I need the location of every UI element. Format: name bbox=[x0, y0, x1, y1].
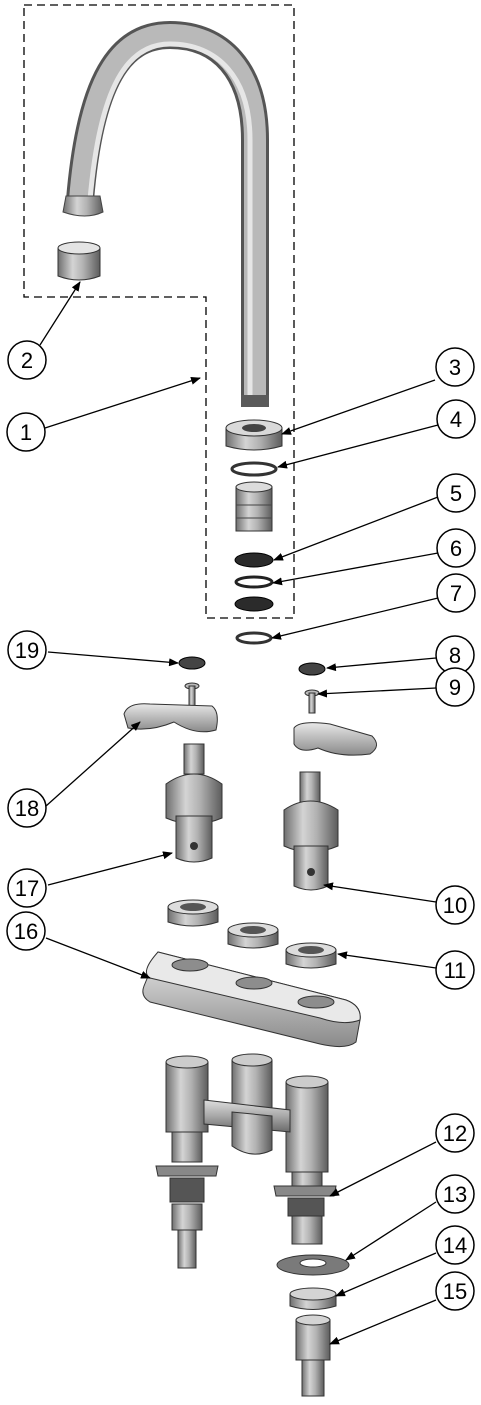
aerator bbox=[57, 241, 101, 281]
o-ring-middle bbox=[234, 575, 274, 589]
spout-adapter bbox=[235, 481, 273, 532]
svg-text:2: 2 bbox=[21, 348, 33, 373]
callout-16: 16 bbox=[6, 911, 46, 951]
callout-18: 18 bbox=[7, 788, 47, 828]
lever-handle-left bbox=[123, 703, 218, 733]
handle-screw-right bbox=[304, 689, 320, 714]
svg-text:15: 15 bbox=[443, 1279, 467, 1304]
gooseneck-spout bbox=[62, 20, 269, 407]
callout-2: 2 bbox=[7, 340, 47, 380]
bonnet-nut-right bbox=[285, 942, 337, 969]
o-ring-upper bbox=[234, 552, 274, 568]
handle-screw-left bbox=[184, 682, 200, 707]
spout-nut bbox=[225, 419, 283, 451]
svg-text:19: 19 bbox=[15, 638, 39, 663]
supply-washer bbox=[276, 1254, 350, 1276]
callout-10: 10 bbox=[435, 885, 475, 925]
svg-text:7: 7 bbox=[450, 581, 462, 606]
svg-text:11: 11 bbox=[444, 958, 467, 983]
o-ring-lower bbox=[234, 596, 274, 612]
index-button-left bbox=[178, 656, 206, 670]
supply-nut bbox=[289, 1287, 337, 1310]
svg-text:12: 12 bbox=[443, 1121, 467, 1146]
cartridge-right bbox=[283, 771, 339, 891]
svg-text:6: 6 bbox=[450, 536, 462, 561]
svg-text:4: 4 bbox=[450, 407, 462, 432]
callout-17: 17 bbox=[7, 868, 47, 908]
callout-6: 6 bbox=[436, 528, 476, 568]
callout-14: 14 bbox=[435, 1225, 475, 1265]
callout-3: 3 bbox=[435, 347, 475, 387]
svg-text:9: 9 bbox=[449, 675, 461, 700]
svg-text:17: 17 bbox=[15, 876, 39, 901]
callout-1: 1 bbox=[6, 412, 46, 452]
bonnet-nut-center bbox=[227, 922, 279, 949]
callout-4: 4 bbox=[436, 399, 476, 439]
bonnet-nut-left bbox=[167, 899, 219, 927]
deck-plate bbox=[142, 951, 361, 1048]
lever-handle-right bbox=[293, 722, 377, 756]
cartridge-left bbox=[165, 743, 223, 863]
svg-text:10: 10 bbox=[443, 893, 467, 918]
callout-11: 11 bbox=[435, 950, 475, 990]
svg-text:3: 3 bbox=[449, 355, 461, 380]
leader-lines bbox=[39, 281, 439, 1345]
callout-19: 19 bbox=[7, 630, 47, 670]
callout-5: 5 bbox=[436, 473, 476, 513]
callout-13: 13 bbox=[435, 1174, 475, 1214]
valve-body bbox=[155, 1053, 337, 1269]
lock-ring bbox=[235, 631, 273, 645]
svg-text:14: 14 bbox=[443, 1233, 467, 1258]
svg-text:18: 18 bbox=[15, 796, 39, 821]
supply-adapter bbox=[295, 1314, 331, 1397]
callout-15: 15 bbox=[435, 1271, 475, 1311]
callout-12: 12 bbox=[435, 1113, 475, 1153]
svg-text:13: 13 bbox=[443, 1182, 467, 1207]
svg-text:5: 5 bbox=[450, 481, 462, 506]
callout-7: 7 bbox=[436, 573, 476, 613]
svg-text:16: 16 bbox=[14, 919, 38, 944]
spout-washer bbox=[230, 461, 278, 477]
svg-text:8: 8 bbox=[449, 643, 461, 668]
spout-kit-outline bbox=[23, 4, 295, 619]
svg-text:1: 1 bbox=[20, 420, 32, 445]
callout-9: 9 bbox=[435, 667, 475, 707]
index-button-right bbox=[298, 662, 326, 676]
